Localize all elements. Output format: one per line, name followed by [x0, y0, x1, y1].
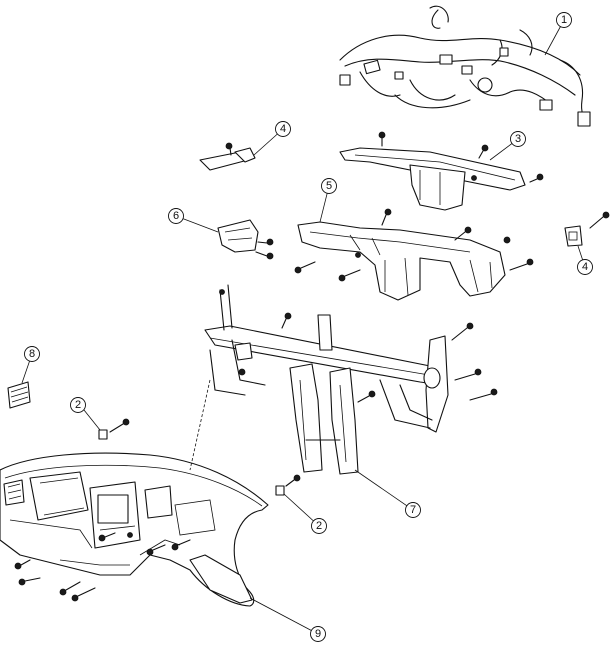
- callout-4-left-label: 4: [280, 123, 286, 135]
- side-duct: [217, 219, 274, 260]
- dashboard-panel: [0, 452, 269, 607]
- callout-7: 7: [405, 502, 421, 518]
- callout-3: 3: [510, 131, 526, 147]
- callout-4-left: 4: [275, 121, 291, 137]
- defroster-duct: [339, 131, 544, 211]
- callout-1-label: 1: [561, 14, 567, 26]
- callout-9-label: 9: [315, 628, 321, 640]
- callout-8-label: 8: [29, 348, 35, 360]
- callout-5-label: 5: [326, 180, 332, 192]
- cross-member: [204, 284, 498, 475]
- callout-6: 6: [168, 208, 184, 224]
- callout-8: 8: [24, 346, 40, 362]
- callout-2-left-label: 2: [75, 399, 81, 411]
- callout-6-label: 6: [173, 210, 179, 222]
- callout-1: 1: [556, 12, 572, 28]
- callout-4-right: 4: [577, 259, 593, 275]
- callout-7-label: 7: [410, 504, 416, 516]
- clip-right: [275, 474, 301, 496]
- bracket-right: [564, 211, 610, 247]
- clip-left: [98, 418, 130, 440]
- callout-2-left: 2: [70, 397, 86, 413]
- callout-9: 9: [310, 626, 326, 642]
- alignment-line: [189, 379, 211, 471]
- air-duct: [294, 208, 534, 301]
- callout-3-label: 3: [515, 133, 521, 145]
- callout-4-right-label: 4: [582, 261, 588, 273]
- callout-2-right-label: 2: [316, 520, 322, 532]
- callout-5: 5: [321, 178, 337, 194]
- wiring-harness: [339, 5, 591, 127]
- callout-2-right: 2: [311, 518, 327, 534]
- bracket-left: [199, 142, 256, 171]
- vent-grille: [7, 381, 31, 409]
